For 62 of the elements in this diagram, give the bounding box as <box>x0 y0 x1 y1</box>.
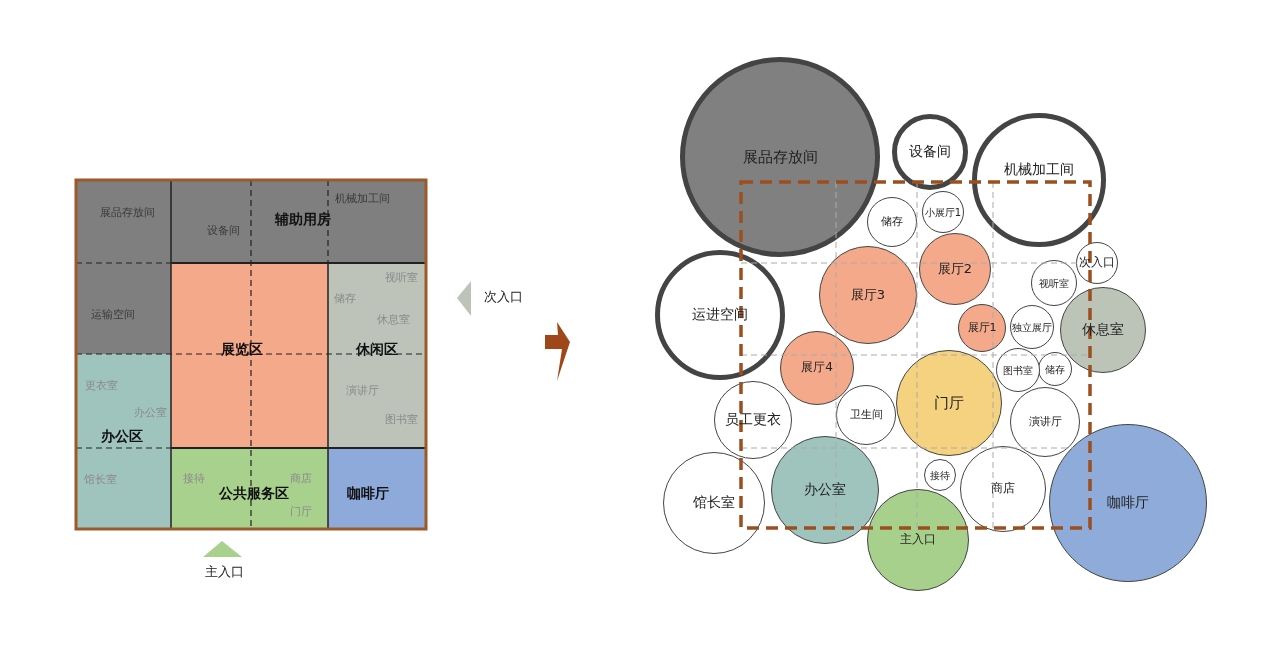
room-label: 运输空间 <box>91 308 135 322</box>
room-label: 设备间 <box>206 224 240 238</box>
bubble-label: 休息室 <box>1082 322 1124 338</box>
function-zone <box>171 448 328 529</box>
bubble-label: 接待 <box>930 469 950 481</box>
function-zone <box>76 263 171 354</box>
bubble-label: 次入口 <box>1079 256 1115 270</box>
room-bubble <box>655 250 785 380</box>
bubble-label: 商店 <box>991 482 1015 496</box>
room-label: 展品存放间 <box>99 206 155 220</box>
bubble-label: 运进空间 <box>692 307 748 323</box>
zone-label: 办公区 <box>101 429 143 445</box>
room-bubble <box>896 350 1002 456</box>
bubble-label: 设备间 <box>909 144 951 160</box>
room-label: 商店 <box>290 472 312 486</box>
bubble-label: 独立展厅 <box>1012 321 1052 333</box>
zone-label: 咖啡厅 <box>347 486 389 502</box>
bubble-label: 办公室 <box>804 482 846 498</box>
bubble-label: 储存 <box>881 215 903 229</box>
room-label: 接待 <box>183 472 205 486</box>
bubble-label: 展厅2 <box>937 261 973 277</box>
room-bubble <box>867 197 917 247</box>
room-bubble <box>836 385 896 445</box>
room-bubble <box>958 304 1006 352</box>
room-bubble <box>819 246 917 344</box>
bubble-label: 门厅 <box>934 394 964 412</box>
room-bubble <box>1038 352 1072 386</box>
bubble-label: 演讲厅 <box>1028 415 1062 429</box>
bubble-label: 图书室 <box>1003 364 1033 376</box>
function-zone <box>76 354 171 529</box>
room-bubble <box>780 331 854 405</box>
zone-label: 公共服务区 <box>219 486 289 502</box>
bubble-label: 展厅1 <box>967 321 997 335</box>
zone-label: 休闲区 <box>356 342 398 358</box>
room-bubble <box>922 191 964 233</box>
function-zone <box>328 263 426 448</box>
bubble-label: 馆长室 <box>693 495 735 511</box>
zone-label: 辅助用房 <box>275 212 331 228</box>
room-bubble <box>919 233 991 305</box>
function-zone <box>171 263 328 448</box>
function-zone <box>328 448 426 529</box>
bubble-label: 展厅3 <box>850 287 886 303</box>
entrance-label: 主入口 <box>204 563 244 581</box>
bubble-label: 员工更衣 <box>725 412 781 428</box>
bubble-label: 卫生间 <box>849 408 883 422</box>
bubble-label: 机械加工间 <box>1004 162 1074 178</box>
room-bubble <box>1010 305 1054 349</box>
room-bubble <box>960 446 1046 532</box>
bubble-label: 咖啡厅 <box>1107 495 1149 511</box>
room-bubble <box>924 459 956 491</box>
bubble-label: 储存 <box>1045 363 1065 375</box>
room-label: 门厅 <box>290 505 312 519</box>
bubble-label: 视听室 <box>1039 277 1069 289</box>
function-zone <box>76 180 426 263</box>
bubble-label: 小展厅1 <box>924 206 962 218</box>
bubble-label: 展厅4 <box>801 361 833 375</box>
room-bubble <box>892 114 968 190</box>
bubble-label: 主入口 <box>900 533 936 547</box>
entrance-label: 次入口 <box>483 288 523 306</box>
room-bubble <box>1076 242 1118 284</box>
bubble-label: 展品存放间 <box>742 148 818 166</box>
zone-label: 展览区 <box>221 342 263 358</box>
